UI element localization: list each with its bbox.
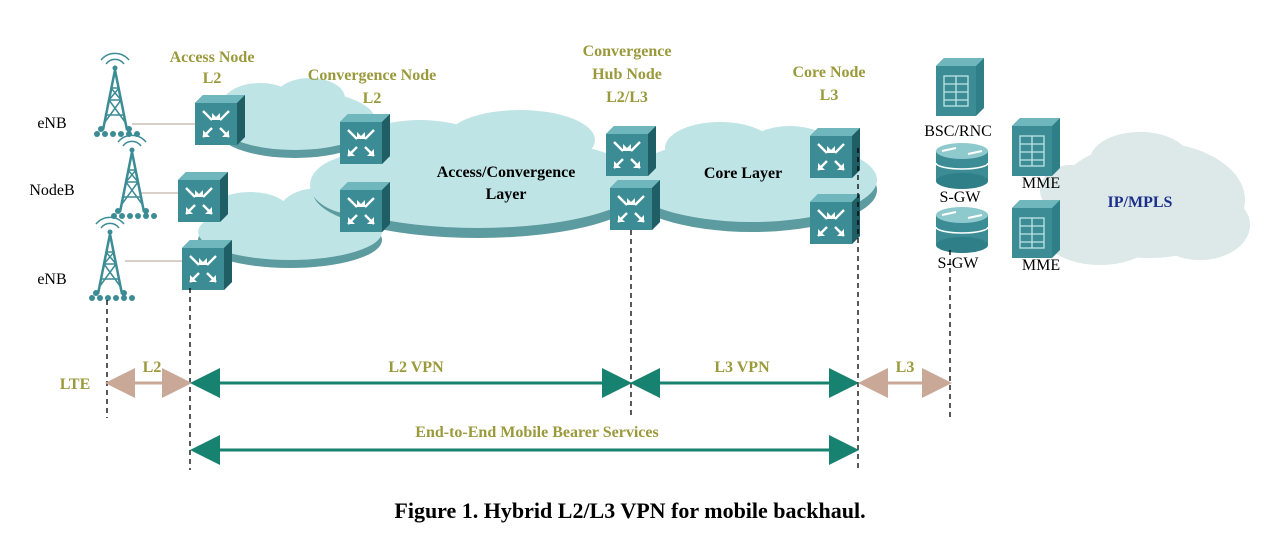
l2-label: L2 <box>143 359 162 376</box>
end-to-end-label: End-to-End Mobile Bearer Services <box>415 424 658 441</box>
access-node-router-3 <box>180 238 234 292</box>
convergence-node-router-1 <box>338 112 392 166</box>
bsc-rnc-label: BSC/RNC <box>924 123 992 140</box>
enb-label-1: eNB <box>37 115 66 132</box>
nodeb-tower <box>109 134 159 221</box>
mme-label-2: MME <box>1022 257 1060 274</box>
core-node-router-1 <box>808 126 862 180</box>
mme-label-1: MME <box>1022 175 1060 192</box>
access-node-router-2 <box>176 170 230 224</box>
lte-label: LTE <box>60 376 91 393</box>
access-convergence-cloud <box>310 110 643 238</box>
enb-label-2: eNB <box>37 271 66 288</box>
access-convergence-layer-label-1: Access/Convergence <box>437 164 576 181</box>
mme-server-icon-1 <box>1011 117 1061 177</box>
sgw-cylinder-icon-1 <box>935 142 989 190</box>
ip-mpls-label: IP/MPLS <box>1108 194 1173 211</box>
sgw-label-1: S-GW <box>940 189 982 206</box>
mme-server-icon-2 <box>1011 199 1061 259</box>
access-convergence-layer-label-2: Layer <box>486 186 527 203</box>
hub-node-label-line2: Hub Node <box>592 66 662 83</box>
bsc-rnc-server-icon <box>935 57 985 117</box>
hub-node-level: L2/L3 <box>606 89 648 106</box>
l3-label: L3 <box>896 359 915 376</box>
core-node-label: Core Node <box>792 64 865 81</box>
convergence-node-label: Convergence Node <box>308 67 436 84</box>
hub-node-router-2 <box>608 178 662 232</box>
access-node-level: L2 <box>203 70 222 87</box>
convergence-node-level: L2 <box>363 90 382 107</box>
ip-mpls-cloud <box>1040 132 1250 265</box>
enb-tower-2 <box>87 216 137 303</box>
nodeb-label: NodeB <box>29 182 74 199</box>
convergence-node-router-2 <box>338 180 392 234</box>
l3-vpn-label: L3 VPN <box>714 359 770 376</box>
core-layer-label: Core Layer <box>704 165 782 182</box>
core-node-router-2 <box>808 192 862 246</box>
hub-node-label-line1: Convergence <box>583 43 672 60</box>
access-node-router-1 <box>193 93 247 147</box>
sgw-label-2: S-GW <box>938 255 980 272</box>
sgw-cylinder-icon-2 <box>935 206 989 254</box>
figure-caption: Figure 1. Hybrid L2/L3 VPN for mobile ba… <box>394 498 865 523</box>
core-node-level: L3 <box>820 87 839 104</box>
access-node-label: Access Node <box>170 49 255 66</box>
l2-vpn-label: L2 VPN <box>388 359 444 376</box>
hub-node-router-1 <box>604 124 658 178</box>
